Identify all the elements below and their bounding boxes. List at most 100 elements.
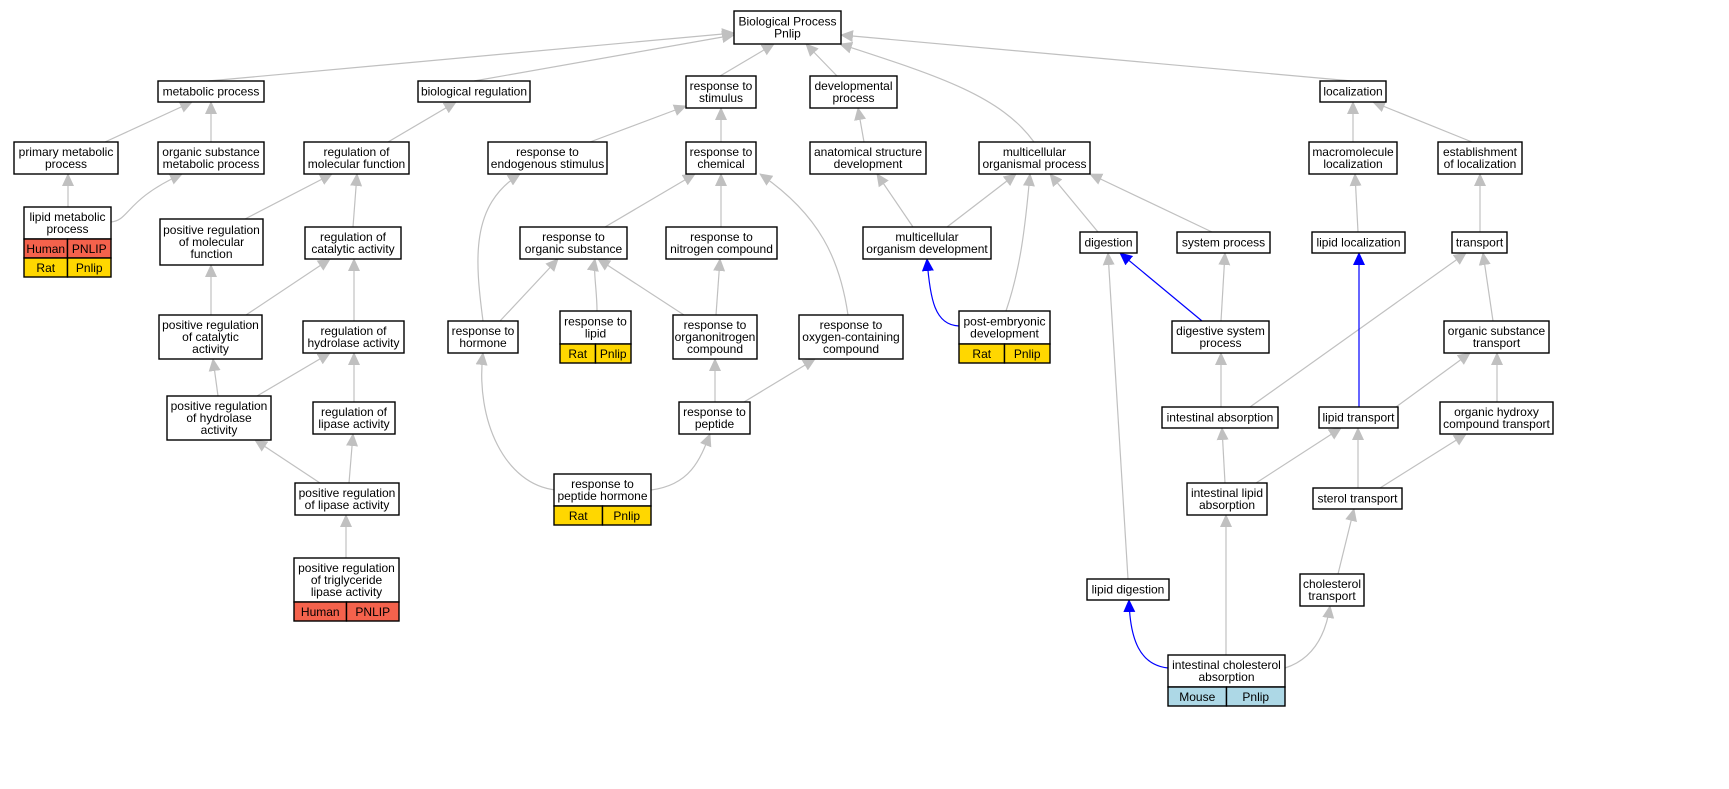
node-box	[1086, 578, 1170, 601]
node-transport[interactable]: transport	[1451, 231, 1508, 254]
edge-intcholabs-to-lipiddig	[1123, 599, 1169, 669]
edge-multidev-to-multiproc	[946, 173, 1017, 228]
node-label-line: oxygen-containing	[802, 330, 899, 344]
node-bioreg[interactable]: biological regulation	[417, 80, 531, 103]
node-label-line: response to	[516, 145, 579, 159]
node-label-line: lipid	[585, 327, 606, 341]
species-label: Rat	[36, 261, 55, 275]
edge-bioreg-to-root	[473, 31, 735, 82]
node-box	[294, 482, 400, 516]
node-digestion[interactable]: digestion	[1079, 231, 1138, 254]
node-box	[809, 141, 927, 175]
node-label-line: compound	[823, 342, 879, 356]
edge-intcholabs-to-choltrans	[1284, 605, 1335, 669]
node-label-line: transport	[1308, 589, 1356, 603]
node-label-line: multicellular	[1003, 145, 1066, 159]
node-lipidtrans[interactable]: lipid transport	[1318, 406, 1399, 429]
node-label-line: anatomical structure	[814, 145, 922, 159]
node-sysproc[interactable]: system process	[1176, 231, 1271, 254]
node-box	[685, 75, 757, 109]
edges-layer	[62, 28, 1503, 669]
edge-intabs-to-transport	[1249, 252, 1467, 408]
edge-organonitro-to-orgsub	[597, 258, 685, 316]
species-label: Rat	[972, 347, 991, 361]
node-label-line: response to	[690, 145, 753, 159]
gene-label: Pnlip	[1242, 690, 1269, 704]
node-intabs[interactable]: intestinal absorption	[1161, 406, 1279, 429]
node-label-line: lipid metabolic	[29, 210, 105, 224]
species-label: Mouse	[1179, 690, 1215, 704]
gene-cell	[1225, 686, 1286, 707]
node-label-line: of localization	[1444, 157, 1517, 171]
node-box	[809, 75, 898, 109]
edge-posreghydro-to-posregcat	[208, 358, 221, 397]
species-label: Rat	[569, 509, 588, 523]
node-label-line: positive regulation	[162, 318, 259, 332]
node-label-line: regulation of	[323, 145, 390, 159]
node-box	[958, 310, 1051, 345]
node-box	[798, 314, 904, 360]
node-box	[312, 401, 396, 435]
edge-lipidloc-to-macroloc	[1349, 173, 1362, 233]
edge-lipidtrans-to-orgsubtrans	[1395, 352, 1471, 408]
node-label-line: system process	[1182, 236, 1265, 250]
node-label-line: process	[1199, 336, 1241, 350]
node-metabolic[interactable]: metabolic process	[157, 80, 265, 103]
node-localization[interactable]: localization	[1319, 80, 1387, 103]
node-box	[487, 141, 608, 175]
node-label-line: organic substance	[1448, 324, 1546, 338]
node-label-line: positive regulation	[171, 399, 268, 413]
node-box	[1176, 231, 1271, 254]
node-lipidloc[interactable]: lipid localization	[1311, 231, 1406, 254]
node-steroltrans[interactable]: sterol transport	[1312, 487, 1403, 510]
node-label-line: localization	[1323, 85, 1382, 99]
node-label-line: transport	[1473, 336, 1521, 350]
node-label-line: function	[190, 247, 232, 261]
node-box	[1311, 231, 1406, 254]
node-label-line: nitrogen compound	[670, 242, 773, 256]
node-label-line: of triglyceride	[311, 573, 383, 587]
edge-regcat-to-regmolfunc	[350, 173, 363, 228]
node-label-line: absorption	[1198, 670, 1254, 684]
edge-hormone-to-endostim	[477, 173, 521, 322]
node-lipiddig[interactable]: lipid digestion	[1086, 578, 1170, 601]
node-label-line: process	[45, 157, 87, 171]
